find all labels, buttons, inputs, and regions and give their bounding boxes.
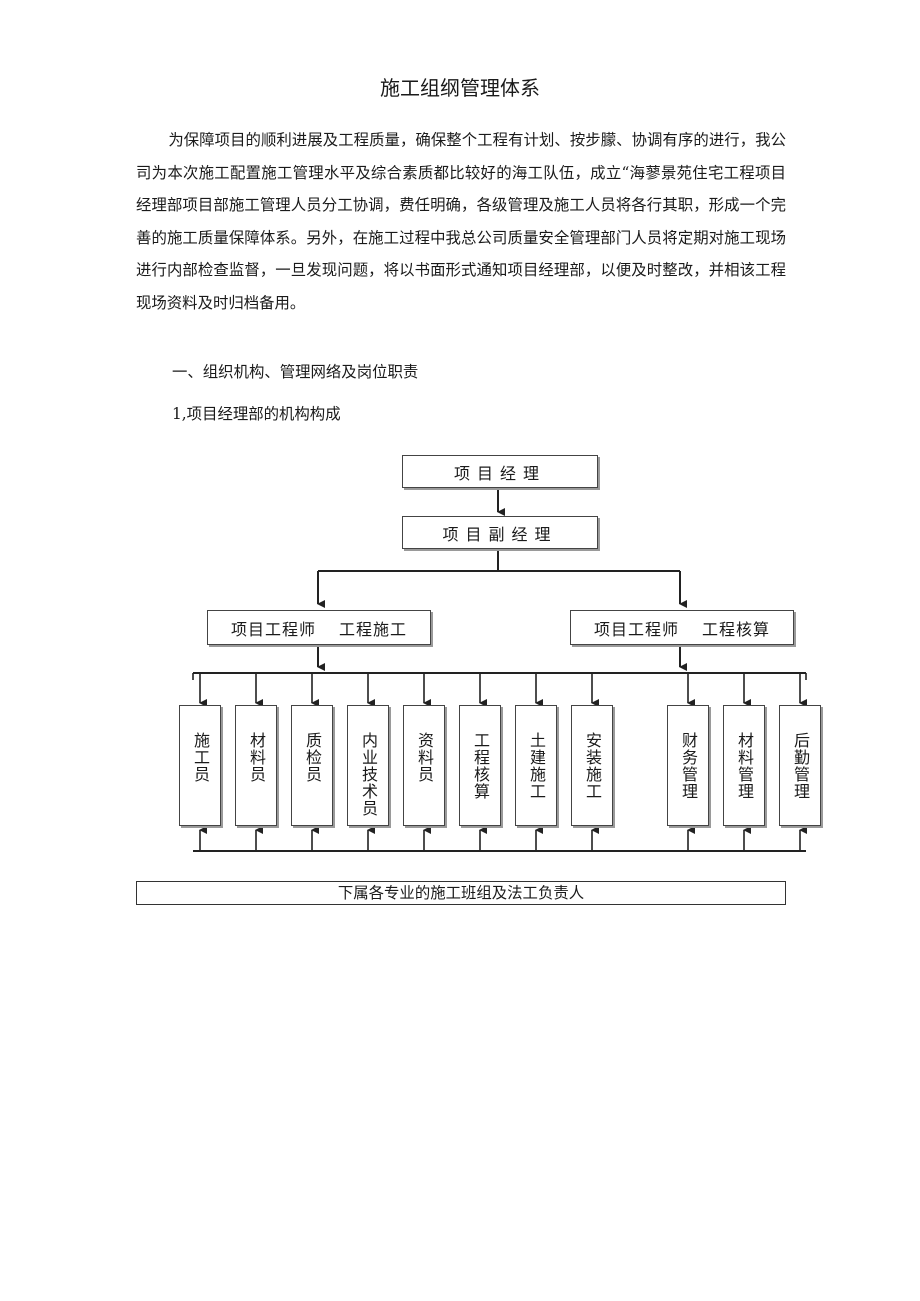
staff-label: 内业技术员	[359, 732, 378, 817]
staff-box: 材料员	[235, 705, 277, 826]
staff-label: 材料管理	[735, 732, 754, 800]
staff-label: 质检员	[303, 732, 322, 783]
staff-box: 工程核算	[459, 705, 501, 826]
staff-box: 安装施工	[571, 705, 613, 826]
staff-box: 财务管理	[667, 705, 709, 826]
page-title: 施工组纲管理体系	[380, 76, 540, 100]
project-manager-box: 项目经理	[402, 455, 598, 488]
staff-box: 施工员	[179, 705, 221, 826]
staff-label: 施工员	[191, 732, 210, 783]
engineer-accounting-box: 项目工程师 工程核算	[570, 610, 794, 645]
staff-label: 财务管理	[679, 732, 698, 800]
staff-label: 安装施工	[583, 732, 602, 800]
staff-label: 材料员	[247, 732, 266, 783]
staff-box: 后勤管理	[779, 705, 821, 826]
staff-box: 土建施工	[515, 705, 557, 826]
engineer-construction-box: 项目工程师 工程施工	[207, 610, 431, 645]
subsection-heading: 1,项目经理部的机构构成	[172, 405, 341, 423]
staff-label: 土建施工	[527, 732, 546, 800]
staff-label: 资料员	[415, 732, 434, 783]
staff-label: 后勤管理	[791, 732, 810, 800]
staff-box: 质检员	[291, 705, 333, 826]
staff-box: 资料员	[403, 705, 445, 826]
section-heading: 一、组织机构、管理网络及岗位职责	[172, 363, 419, 381]
deputy-manager-box: 项目副经理	[402, 516, 598, 549]
staff-box: 内业技术员	[347, 705, 389, 826]
staff-box: 材料管理	[723, 705, 765, 826]
intro-paragraph: 为保障项目的顺利进展及工程质量，确保整个工程有计划、按步朦、协调有序的进行，我公…	[136, 131, 786, 312]
subordinate-teams-box: 下属各专业的施工班组及法工负责人	[136, 881, 786, 905]
staff-label: 工程核算	[471, 732, 490, 800]
